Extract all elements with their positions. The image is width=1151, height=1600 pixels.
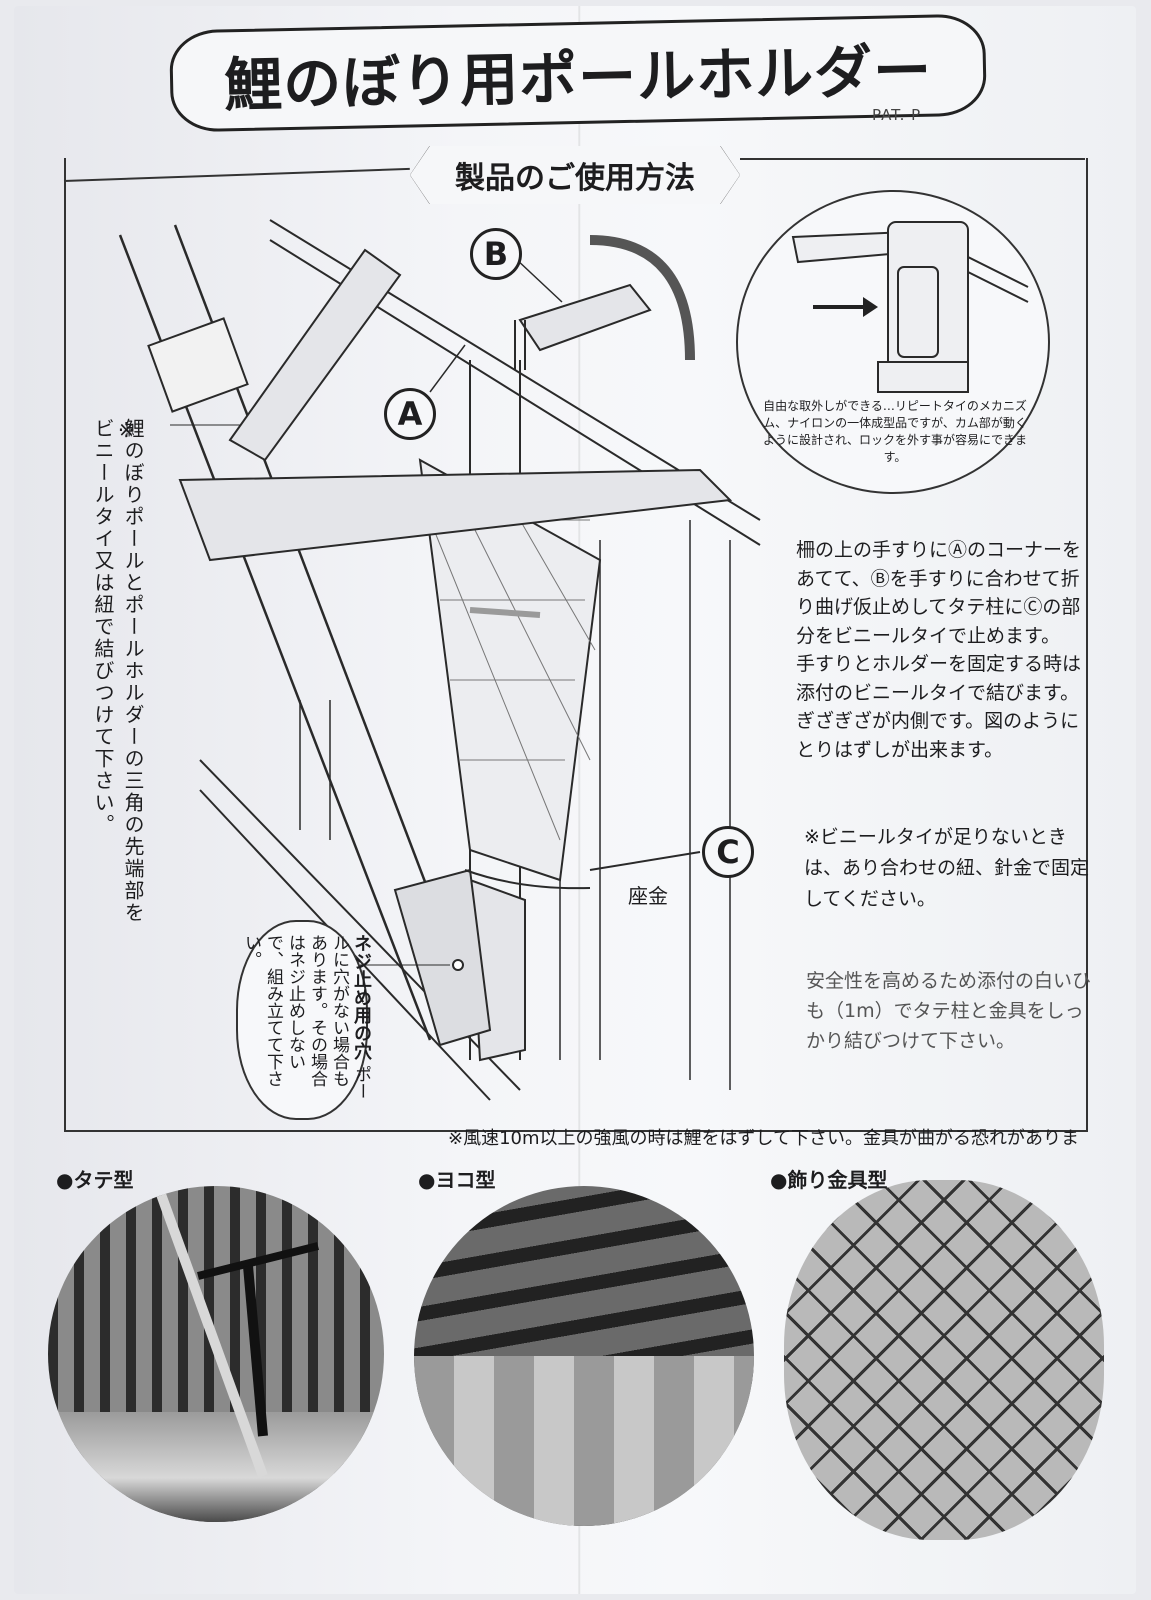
photo-label-horizontal: ●ヨコ型 — [418, 1168, 496, 1192]
screw-hole-callout: ネジ止め用の穴 ポールに穴がない場合もあります。その場合はネジ止めしないで、組み… — [240, 934, 372, 1102]
cam-detail-circle — [736, 190, 1050, 494]
tie-mechanism-illustration — [791, 221, 1029, 393]
photo-ground — [48, 1412, 384, 1522]
vinyl-tie-note: ※ビニールタイが足りないときは、あり合わせの紐、針金で固定してください。 — [804, 826, 1090, 910]
frame-top-right-edge — [740, 158, 1085, 160]
screw-hole-label: ネジ止め用の穴 — [351, 934, 372, 1060]
label-b: B — [470, 228, 522, 280]
photo-decorative-railing — [784, 1180, 1104, 1540]
mounted-pole-illustration — [153, 1186, 319, 1478]
section-tab: 製品のご使用方法 — [410, 146, 740, 204]
instruction-paragraph: 柵の上の手すりにⒶのコーナーをあてて、Ⓑを手すりに合わせて折り曲げ仮止めしてタテ… — [796, 539, 1082, 647]
photo-tiled-wall — [414, 1356, 754, 1526]
photo-vertical-railing — [48, 1186, 384, 1522]
wind-warning: ※風速10m以上の強風の時は鯉をはずして下さい。金具が曲がる恐れがありま — [448, 1128, 1079, 1149]
patent-pending-mark: PAT. P — [872, 106, 922, 124]
screw-hole-text: ポールに穴がない場合もあります。その場合はネジ止めしないで、組み立てて下さい。 — [241, 934, 371, 1100]
label-a: A — [384, 388, 436, 440]
usage-instructions: 柵の上の手すりにⒶのコーナーをあてて、Ⓑを手すりに合わせて折り曲げ仮止めしてタテ… — [796, 536, 1086, 764]
photo-label-vertical: ●タテ型 — [56, 1168, 134, 1192]
paper-fold-crease — [578, 6, 581, 1594]
photo-horizontal-railing — [414, 1186, 754, 1526]
cam-mechanism-note: 自由な取外しができる…リピートタイのメカニズム、ナイロンの一体成型品ですが、カム… — [762, 399, 1028, 464]
safety-string-note: 安全性を高めるため添付の白いひも（1m）でタテ柱と金具をしっかり結びつけて下さい… — [806, 970, 1092, 1052]
photo-label-decorative: ●飾り金具型 — [770, 1168, 888, 1192]
vertical-note-marker: ※ — [118, 418, 135, 442]
label-c: C — [702, 826, 754, 878]
vertical-note: 鯉のぼりポールとポールホルダーの三角の先端部をビニールタイ又は紐で結びつけて下さ… — [91, 418, 145, 924]
screw-hole-bubble — [236, 920, 368, 1120]
section-title: 製品のご使用方法 — [455, 161, 695, 196]
usage-frame — [64, 158, 1088, 1132]
washer-label: 座金 — [628, 884, 668, 908]
instruction-paragraph: 手すりとホルダーを固定する時は添付のビニールタイで結びます。ぎざぎざが内側です。… — [796, 653, 1082, 761]
